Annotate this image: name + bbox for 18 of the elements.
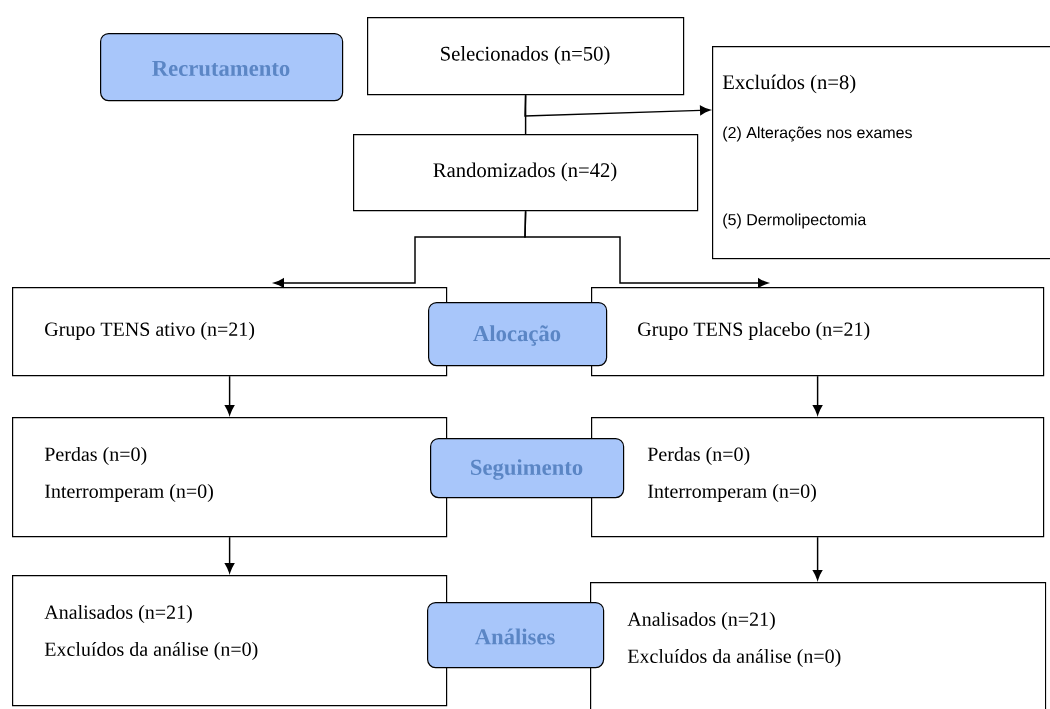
process-box: Grupo TENS ativo (n=21)	[12, 287, 448, 377]
arrow	[524, 210, 769, 288]
arrow	[224, 375, 235, 416]
arrow	[812, 375, 823, 416]
process-box: Grupo TENS placebo (n=21)	[591, 287, 1045, 377]
stage-label: Seguimento	[430, 438, 625, 499]
arrow	[812, 536, 823, 581]
stage-label: Alocação	[428, 302, 608, 367]
stage-label: Recrutamento	[100, 33, 344, 102]
arrow	[224, 536, 235, 574]
process-box: Randomizados (n=42)	[353, 134, 699, 212]
process-box: Perdas (n=0) Interromperam (n=0)	[12, 417, 448, 538]
process-box: Analisados (n=21) Excluídos da análise (n=0)	[12, 575, 448, 707]
process-box: Selecionados (n=50)	[367, 17, 685, 96]
process-box: Perdas (n=0) Interromperam (n=0)	[591, 417, 1045, 538]
process-box: Analisados (n=21) Excluídos da análise (n=0)	[590, 582, 1047, 709]
process-box: Excluídos (n=8) (2) Alterações nos exames (5) Dermolipectomia	[712, 46, 1050, 260]
stage-label: Análises	[427, 602, 605, 669]
